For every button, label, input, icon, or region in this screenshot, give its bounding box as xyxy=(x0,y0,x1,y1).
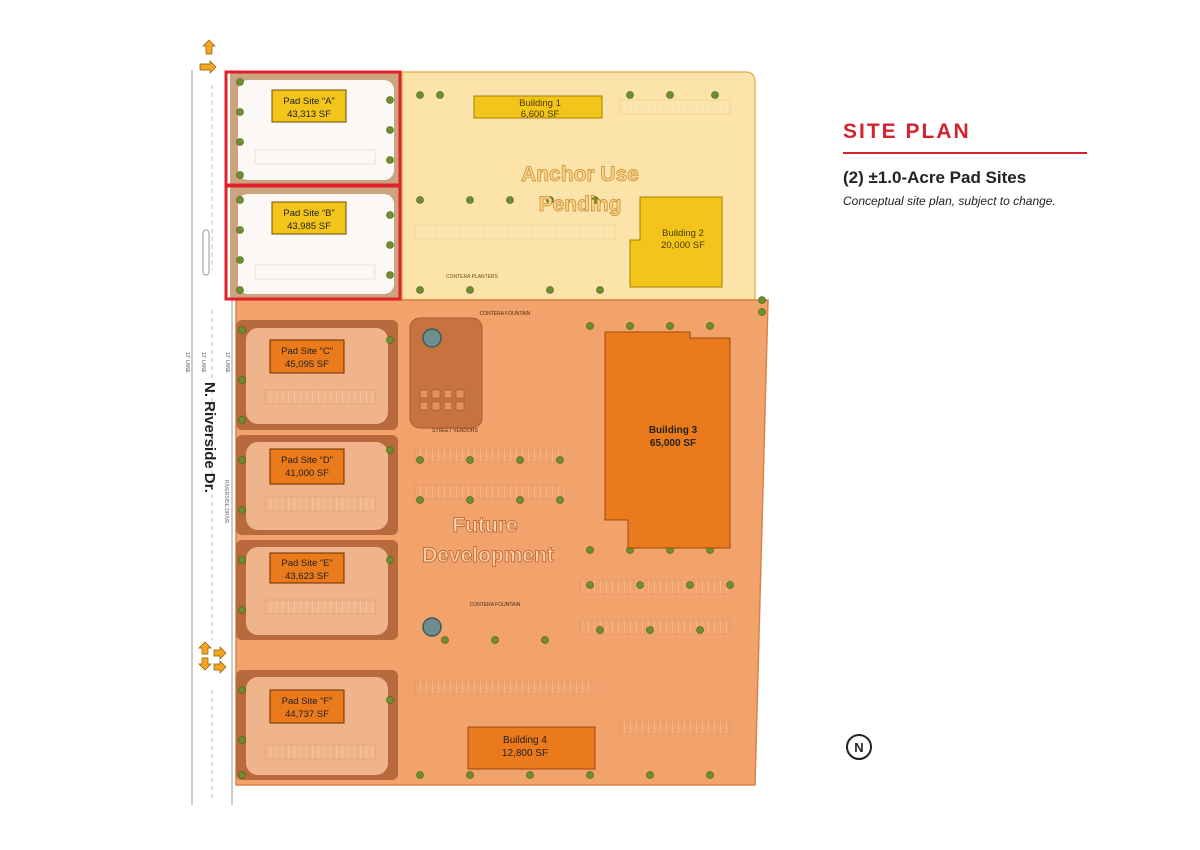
building-1-area: 6,600 SF xyxy=(521,109,560,120)
building-1-name: Building 1 xyxy=(519,98,561,109)
future-label-line2: Development xyxy=(422,544,554,567)
pad-a-area: 43,313 SF xyxy=(287,109,331,120)
highlight-pad-b xyxy=(224,184,402,301)
building-4-footprint xyxy=(467,726,596,770)
pad-d-name: Pad Site “D” xyxy=(281,455,333,466)
plaza xyxy=(409,317,483,429)
fountain-icon xyxy=(422,328,442,348)
fountain-icon-2 xyxy=(422,617,442,637)
parking-rows xyxy=(254,99,731,760)
legend-panel: SITE PLAN (2) ±1.0-Acre Pad Sites Concep… xyxy=(843,120,1103,208)
pad-b-area: 43,985 SF xyxy=(287,221,331,232)
lane-label-3: 12' LANE xyxy=(224,352,230,374)
north-arrow-icon: N xyxy=(846,734,872,760)
pad-c-name: Pad Site “C” xyxy=(281,346,333,357)
trees xyxy=(236,78,766,779)
anchor-label-line1: Anchor Use xyxy=(521,163,639,186)
pad-e-area: 43,623 SF xyxy=(285,571,329,582)
building-4-name: Building 4 xyxy=(503,735,547,746)
north-label: N xyxy=(854,739,864,755)
fountain-label-2: CONTERA FOUNTAIN xyxy=(470,602,521,608)
pad-sites-subtitle: (2) ±1.0-Acre Pad Sites xyxy=(843,168,1027,187)
lane-label-2: 12' LANE xyxy=(200,352,206,374)
building-2-area: 20,000 SF xyxy=(661,240,705,251)
building-3-area: 65,000 SF xyxy=(650,438,696,449)
pad-f-area: 44,737 SF xyxy=(285,709,329,720)
planters-label: CONTERA PLANTERS xyxy=(446,274,499,280)
fountain-label: CONTERA FOUNTAIN xyxy=(480,311,531,317)
building-1-footprint xyxy=(473,95,603,119)
building-2-name: Building 2 xyxy=(662,228,704,239)
building-4-area: 12,800 SF xyxy=(502,748,548,759)
pad-buildings xyxy=(269,89,347,724)
side-road-label: RIVERSIDE DRIVE xyxy=(223,480,229,524)
pad-f-name: Pad Site “F” xyxy=(282,696,333,707)
pad-b-name: Pad Site “B” xyxy=(283,208,334,219)
building-3-footprint xyxy=(604,331,731,549)
title-divider xyxy=(843,152,1087,154)
lane-label: 12' LANE xyxy=(184,352,190,374)
traffic-arrow-icon xyxy=(199,39,217,74)
vendor-stalls xyxy=(419,389,465,411)
future-label-line1: Future xyxy=(452,514,517,537)
pad-c-area: 45,095 SF xyxy=(285,359,329,370)
vendors-label: STREET VENDORS xyxy=(432,428,478,434)
pad-a-name: Pad Site “A” xyxy=(283,96,334,107)
pad-d-area: 41,000 SF xyxy=(285,468,329,479)
disclaimer-note: Conceptual site plan, subject to change. xyxy=(843,194,1056,208)
anchor-label-line2: Pending xyxy=(539,193,622,216)
building-2-footprint xyxy=(629,196,723,288)
pad-e-name: Pad Site “E” xyxy=(281,558,332,569)
traffic-arrows-icon xyxy=(198,641,227,674)
site-plan-title: SITE PLAN xyxy=(843,120,971,143)
street-name-label: N. Riverside Dr. xyxy=(201,382,218,493)
building-3-name: Building 3 xyxy=(649,425,698,436)
